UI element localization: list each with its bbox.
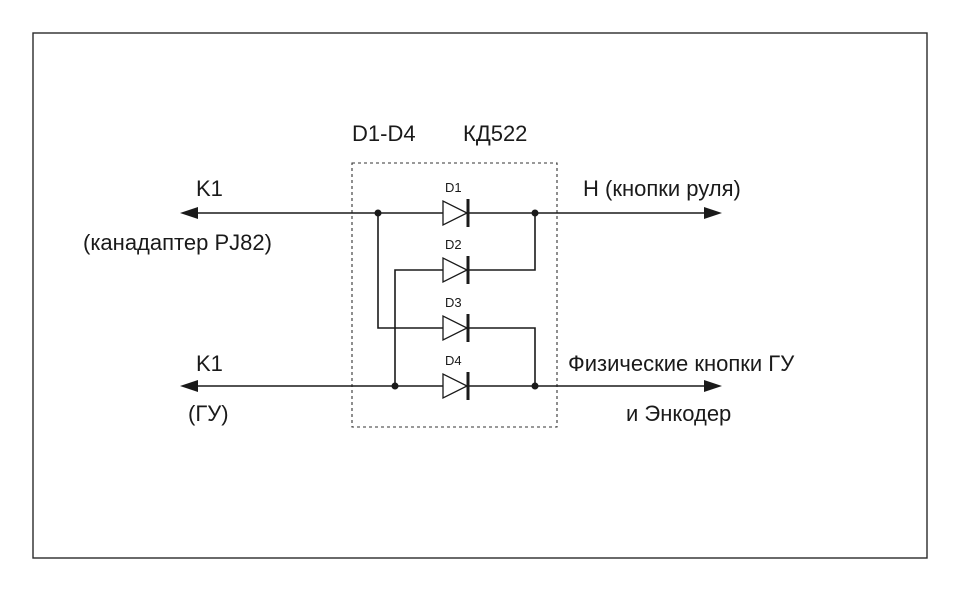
diode-d4: D4 xyxy=(442,353,470,400)
top-left-arrow xyxy=(180,207,198,219)
bottom-right-arrow xyxy=(704,380,722,392)
wire-top-to-d3 xyxy=(377,213,443,329)
diode-d2-anode-triangle xyxy=(442,256,469,284)
outer-frame xyxy=(32,32,928,559)
diode-d1-anode-triangle xyxy=(442,199,469,227)
part-number-label: КД522 xyxy=(463,121,527,146)
right-bottom-output-label-line2: и Энкодер xyxy=(626,401,731,426)
diode-block-boundary xyxy=(351,162,558,428)
right-bottom-output-label-line1: Физические кнопки ГУ xyxy=(568,351,795,376)
wire-d3-to-bottom xyxy=(468,327,536,386)
diode-d4-label: D4 xyxy=(445,353,462,368)
wire-bottom-to-d2 xyxy=(394,269,443,386)
top-right-arrow xyxy=(704,207,722,219)
diode-group-label: D1-D4 xyxy=(352,121,416,146)
left-top-connector-desc: (канадаптер PJ82) xyxy=(83,230,272,255)
diode-d2-label: D2 xyxy=(445,237,462,252)
diode-d1: D1 xyxy=(442,180,470,227)
diode-d3-anode-triangle xyxy=(442,314,469,342)
diode-d3: D3 xyxy=(442,295,470,342)
junction-dot xyxy=(391,382,399,390)
diode-d3-label: D3 xyxy=(445,295,462,310)
right-top-output-label: H (кнопки руля) xyxy=(583,176,741,201)
bottom-left-arrow xyxy=(180,380,198,392)
junction-dot xyxy=(531,382,539,390)
left-bottom-connector-label: K1 xyxy=(196,351,223,376)
left-bottom-connector-desc: (ГУ) xyxy=(188,401,229,426)
junction-dot xyxy=(374,209,382,217)
junction-dot xyxy=(531,209,539,217)
diode-d1-label: D1 xyxy=(445,180,462,195)
diode-d4-anode-triangle xyxy=(442,372,469,400)
diode-d2: D2 xyxy=(442,237,470,284)
left-top-connector-label: K1 xyxy=(196,176,223,201)
wire-d2-to-top xyxy=(468,213,536,271)
